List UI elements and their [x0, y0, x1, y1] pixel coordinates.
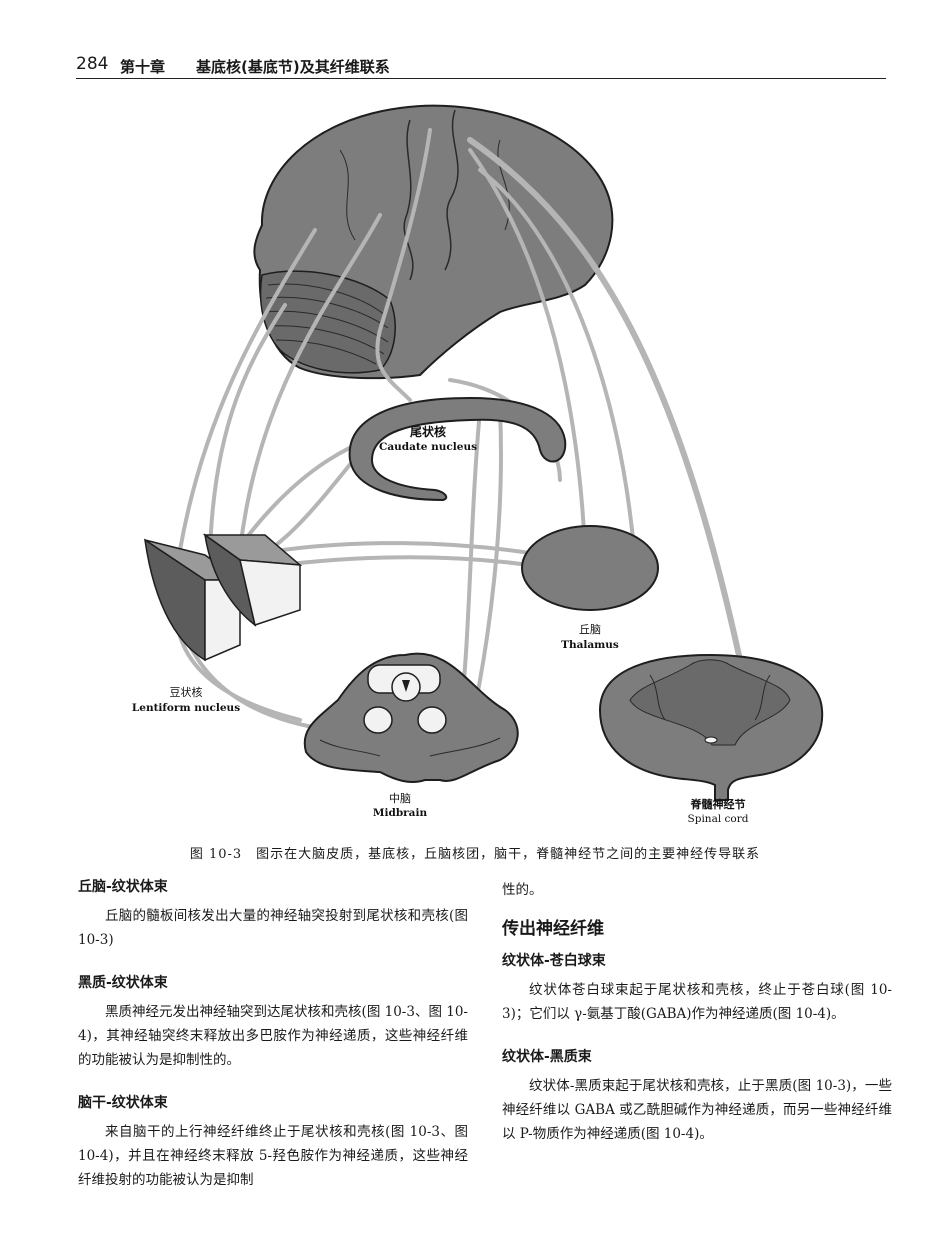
spinal-label-en: Spinal cord: [688, 813, 749, 825]
right-column: 性的。 传出神经纤维 纹状体-苍白球束 纹状体苍白球束起于尾状核和壳核，终止于苍…: [502, 878, 892, 1160]
running-header: 284 第十章 基底核(基底节)及其纤维联系: [76, 52, 886, 79]
paragraph: 来自脑干的上行神经纤维终止于尾状核和壳核(图 10-3、图 10-4)，并且在神…: [78, 1124, 468, 1188]
neural-pathway-figure: 尾状核 Caudate nucleus 丘脑 Thalamus 豆状核 Lent…: [132, 104, 824, 825]
spinal-label-cn: 脊髓神经节: [690, 797, 746, 811]
section-title: 纹状体-黑质束: [502, 1049, 592, 1065]
thalamus-shape: [521, 525, 659, 611]
section-title: 黑质-纹状体束: [78, 975, 168, 991]
section-title: 纹状体-苍白球束: [502, 953, 606, 969]
lentiform-label-cn: 豆状核: [170, 685, 203, 699]
left-column: 丘脑-纹状体束 丘脑的髓板间核发出大量的神经轴突投射到尾状核和壳核(图 10-3…: [78, 878, 468, 1206]
major-section-title: 传出神经纤维: [502, 919, 604, 939]
caudate-label-en: Caudate nucleus: [379, 441, 477, 453]
midbrain-drawing: [303, 652, 519, 783]
paragraph: 纹状体-黑质束起于尾状核和壳核，止于黑质(图 10-3)，一些神经纤维以 GAB…: [502, 1078, 892, 1142]
paragraph: 纹状体苍白球束起于尾状核和壳核，终止于苍白球(图 10-3)；它们以 γ-氨基丁…: [502, 982, 892, 1022]
spinal-cord-drawing: [598, 653, 824, 801]
caudate-nucleus-shape: [348, 396, 567, 502]
paragraph-continuation: 性的。: [502, 882, 543, 898]
section-title: 丘脑-纹状体束: [78, 879, 168, 895]
chapter-label: 第十章: [120, 58, 166, 76]
cerebrum-drawing: [253, 104, 614, 380]
paragraph: 丘脑的髓板间核发出大量的神经轴突投射到尾状核和壳核(图 10-3): [78, 908, 468, 948]
section-title: 脑干-纹状体束: [78, 1095, 168, 1111]
caudate-label-cn: 尾状核: [410, 424, 446, 439]
thalamus-label-en: Thalamus: [561, 639, 619, 651]
chapter-title: 基底核(基底节)及其纤维联系: [196, 58, 390, 76]
midbrain-label-cn: 中脑: [389, 792, 411, 805]
page-number: 284: [76, 54, 109, 74]
paragraph: 黑质神经元发出神经轴突到达尾状核和壳核(图 10-3、图 10-4)，其神经轴突…: [78, 1004, 468, 1068]
lentiform-label-en: Lentiform nucleus: [132, 702, 240, 714]
thalamus-label-cn: 丘脑: [579, 623, 601, 636]
midbrain-label-en: Midbrain: [373, 807, 428, 819]
figure-caption: 图 10-3 图示在大脑皮质，基底核，丘脑核团，脑干，脊髓神经节之间的主要神经传…: [189, 847, 761, 862]
lentiform-nucleus-drawing: [144, 533, 303, 662]
